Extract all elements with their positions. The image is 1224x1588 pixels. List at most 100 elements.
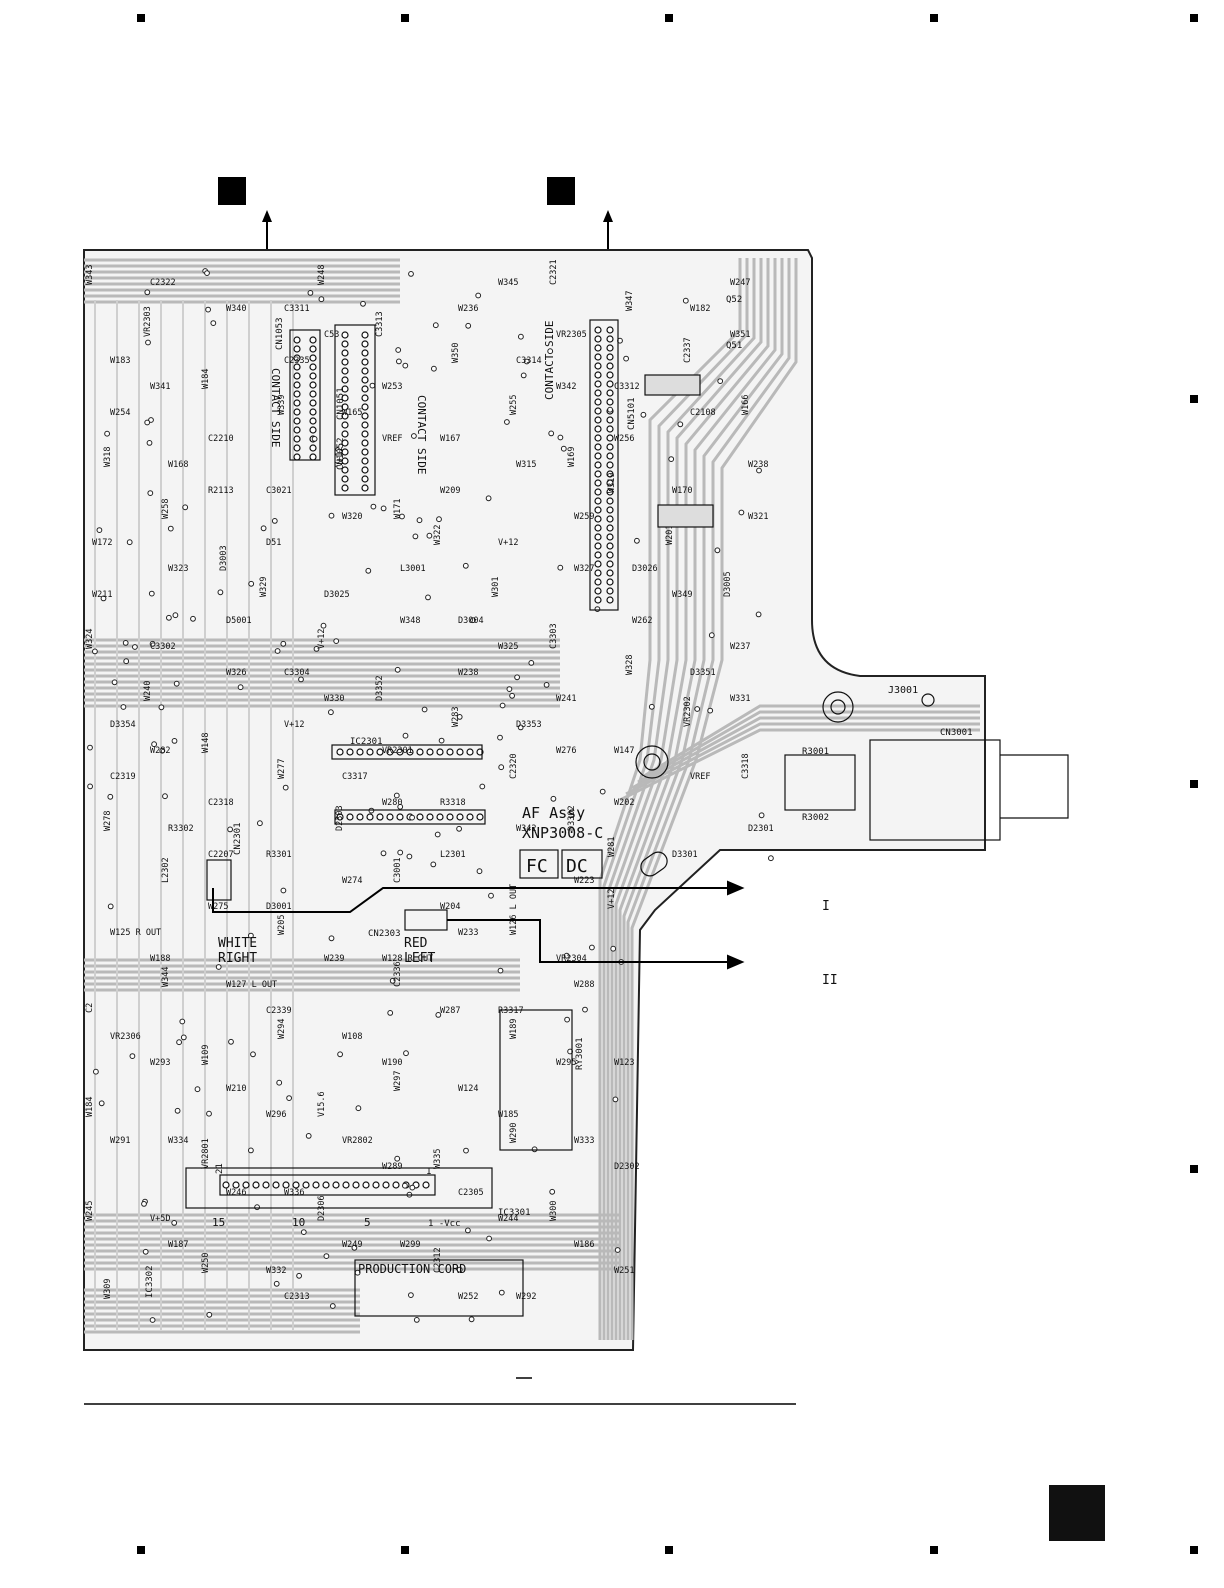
component-label: R2113 [208,486,234,496]
component-label: W169 [567,447,577,467]
component-label: W344 [161,967,171,987]
component-label: D3003 [219,545,229,571]
component-label: W330 [324,694,344,704]
cn2303-label: CN2303 [368,929,401,939]
component-label: W126 L OUT [509,884,519,935]
component-label: W326 [226,668,246,678]
component-label: W238 [748,460,768,470]
component-label: W202 [614,798,634,808]
component-label: W182 [690,304,710,314]
component-label: VR2306 [110,1032,141,1042]
component-label: W259 [574,512,594,522]
component-label: W343 [85,265,95,285]
component-label: W340 [226,304,246,314]
component-label: L2302 [161,857,171,883]
component-label: D2303 [335,805,345,831]
cn1052-label: CN1052 [336,437,346,470]
component-label: D3001 [266,902,292,912]
component-label: W190 [382,1058,402,1068]
component-label: W170 [672,486,692,496]
side-dc-label: DC [566,856,588,877]
component-label: V+5D [150,1214,170,1224]
component-label: W262 [632,616,652,626]
component-label: W249 [342,1240,362,1250]
component-label: W128 R OUT [382,954,433,964]
component-label: D3353 [516,720,542,730]
pads [87,268,774,1323]
component-label: C2337 [683,337,693,363]
component-label: W256 [614,434,634,444]
component-label: W281 [607,837,617,857]
pin1-label: 1 [426,1167,431,1177]
component-label: R3317 [498,1006,524,1016]
board-name-line1: AF Assy [522,804,585,822]
component-label: W186 [574,1240,594,1250]
component-label: R3318 [440,798,466,808]
component-label: W189 [509,1019,519,1039]
component-label: W299 [400,1240,420,1250]
component-label: W292 [516,1292,536,1302]
cn1051-label: CN1051 [336,387,346,420]
component-label: C3313 [375,311,385,337]
board-name-line2: XNP3008-C [522,824,603,842]
component-label: W127 L OUT [226,980,277,990]
component-label: W309 [103,1279,113,1299]
page-number-block [1049,1485,1105,1541]
component-label: VR2303 [143,306,153,337]
component-label: C3303 [549,623,559,649]
ic3301-label: IC3301 [498,1208,531,1218]
component-label: W291 [110,1136,130,1146]
component-label: C2210 [208,434,234,444]
component-label: W254 [110,408,130,418]
right-label: RIGHT [218,951,257,966]
component-label: W332 [266,1266,286,1276]
component-label: C3311 [284,304,310,314]
component-label: C3318 [741,753,751,779]
component-label: V+12 [498,538,518,548]
component-label: C2108 [690,408,716,418]
component-label: D3352 [375,675,385,701]
component-label: W290 [509,1123,519,1143]
component-label: C2336 [393,961,403,987]
component-label: D5001 [226,616,252,626]
component-label: W168 [168,460,188,470]
component-label: W244 [498,1214,518,1224]
board-outline [83,249,986,1351]
contact-side-label-3: CONTACT SIDE [543,321,556,400]
component-label: W148 [201,733,211,753]
component-label: W295 [556,1058,576,1068]
component-label: W327 [574,564,594,574]
component-label: W188 [150,954,170,964]
component-label: W125 R OUT [110,928,161,938]
component-label: W322 [433,525,443,545]
component-label: W251 [614,1266,634,1276]
component-label: W204 [440,902,460,912]
component-label: W172 [92,538,112,548]
component-label: W248 [317,265,327,285]
component-label: W280 [382,798,402,808]
component-label: W345 [498,278,518,288]
component-label: W277 [277,759,287,779]
component-label: W328 [625,655,635,675]
component-label: W300 [549,1201,559,1221]
component-label: W283 [451,707,461,727]
contact-side-label-1: CONTACT SIDE [269,368,282,447]
cn5101-label: CN5101 [627,397,637,430]
component-label: VR2802 [342,1136,373,1146]
component-label: W336 [284,1188,304,1198]
component-label: D3302 [567,805,577,831]
component-label: W318 [103,447,113,467]
copper-traces [84,258,980,1340]
component-label: W171 [393,499,403,519]
component-label: W289 [382,1162,402,1172]
component-label: W294 [277,1019,287,1039]
component-label: V+12 [335,447,345,467]
ic3302-label: IC3302 [145,1265,155,1298]
component-label: C3317 [342,772,368,782]
component-label: W323 [168,564,188,574]
component-label: W209 [440,486,460,496]
component-label: W348 [400,616,420,626]
pin10-label: 10 [292,1216,305,1229]
